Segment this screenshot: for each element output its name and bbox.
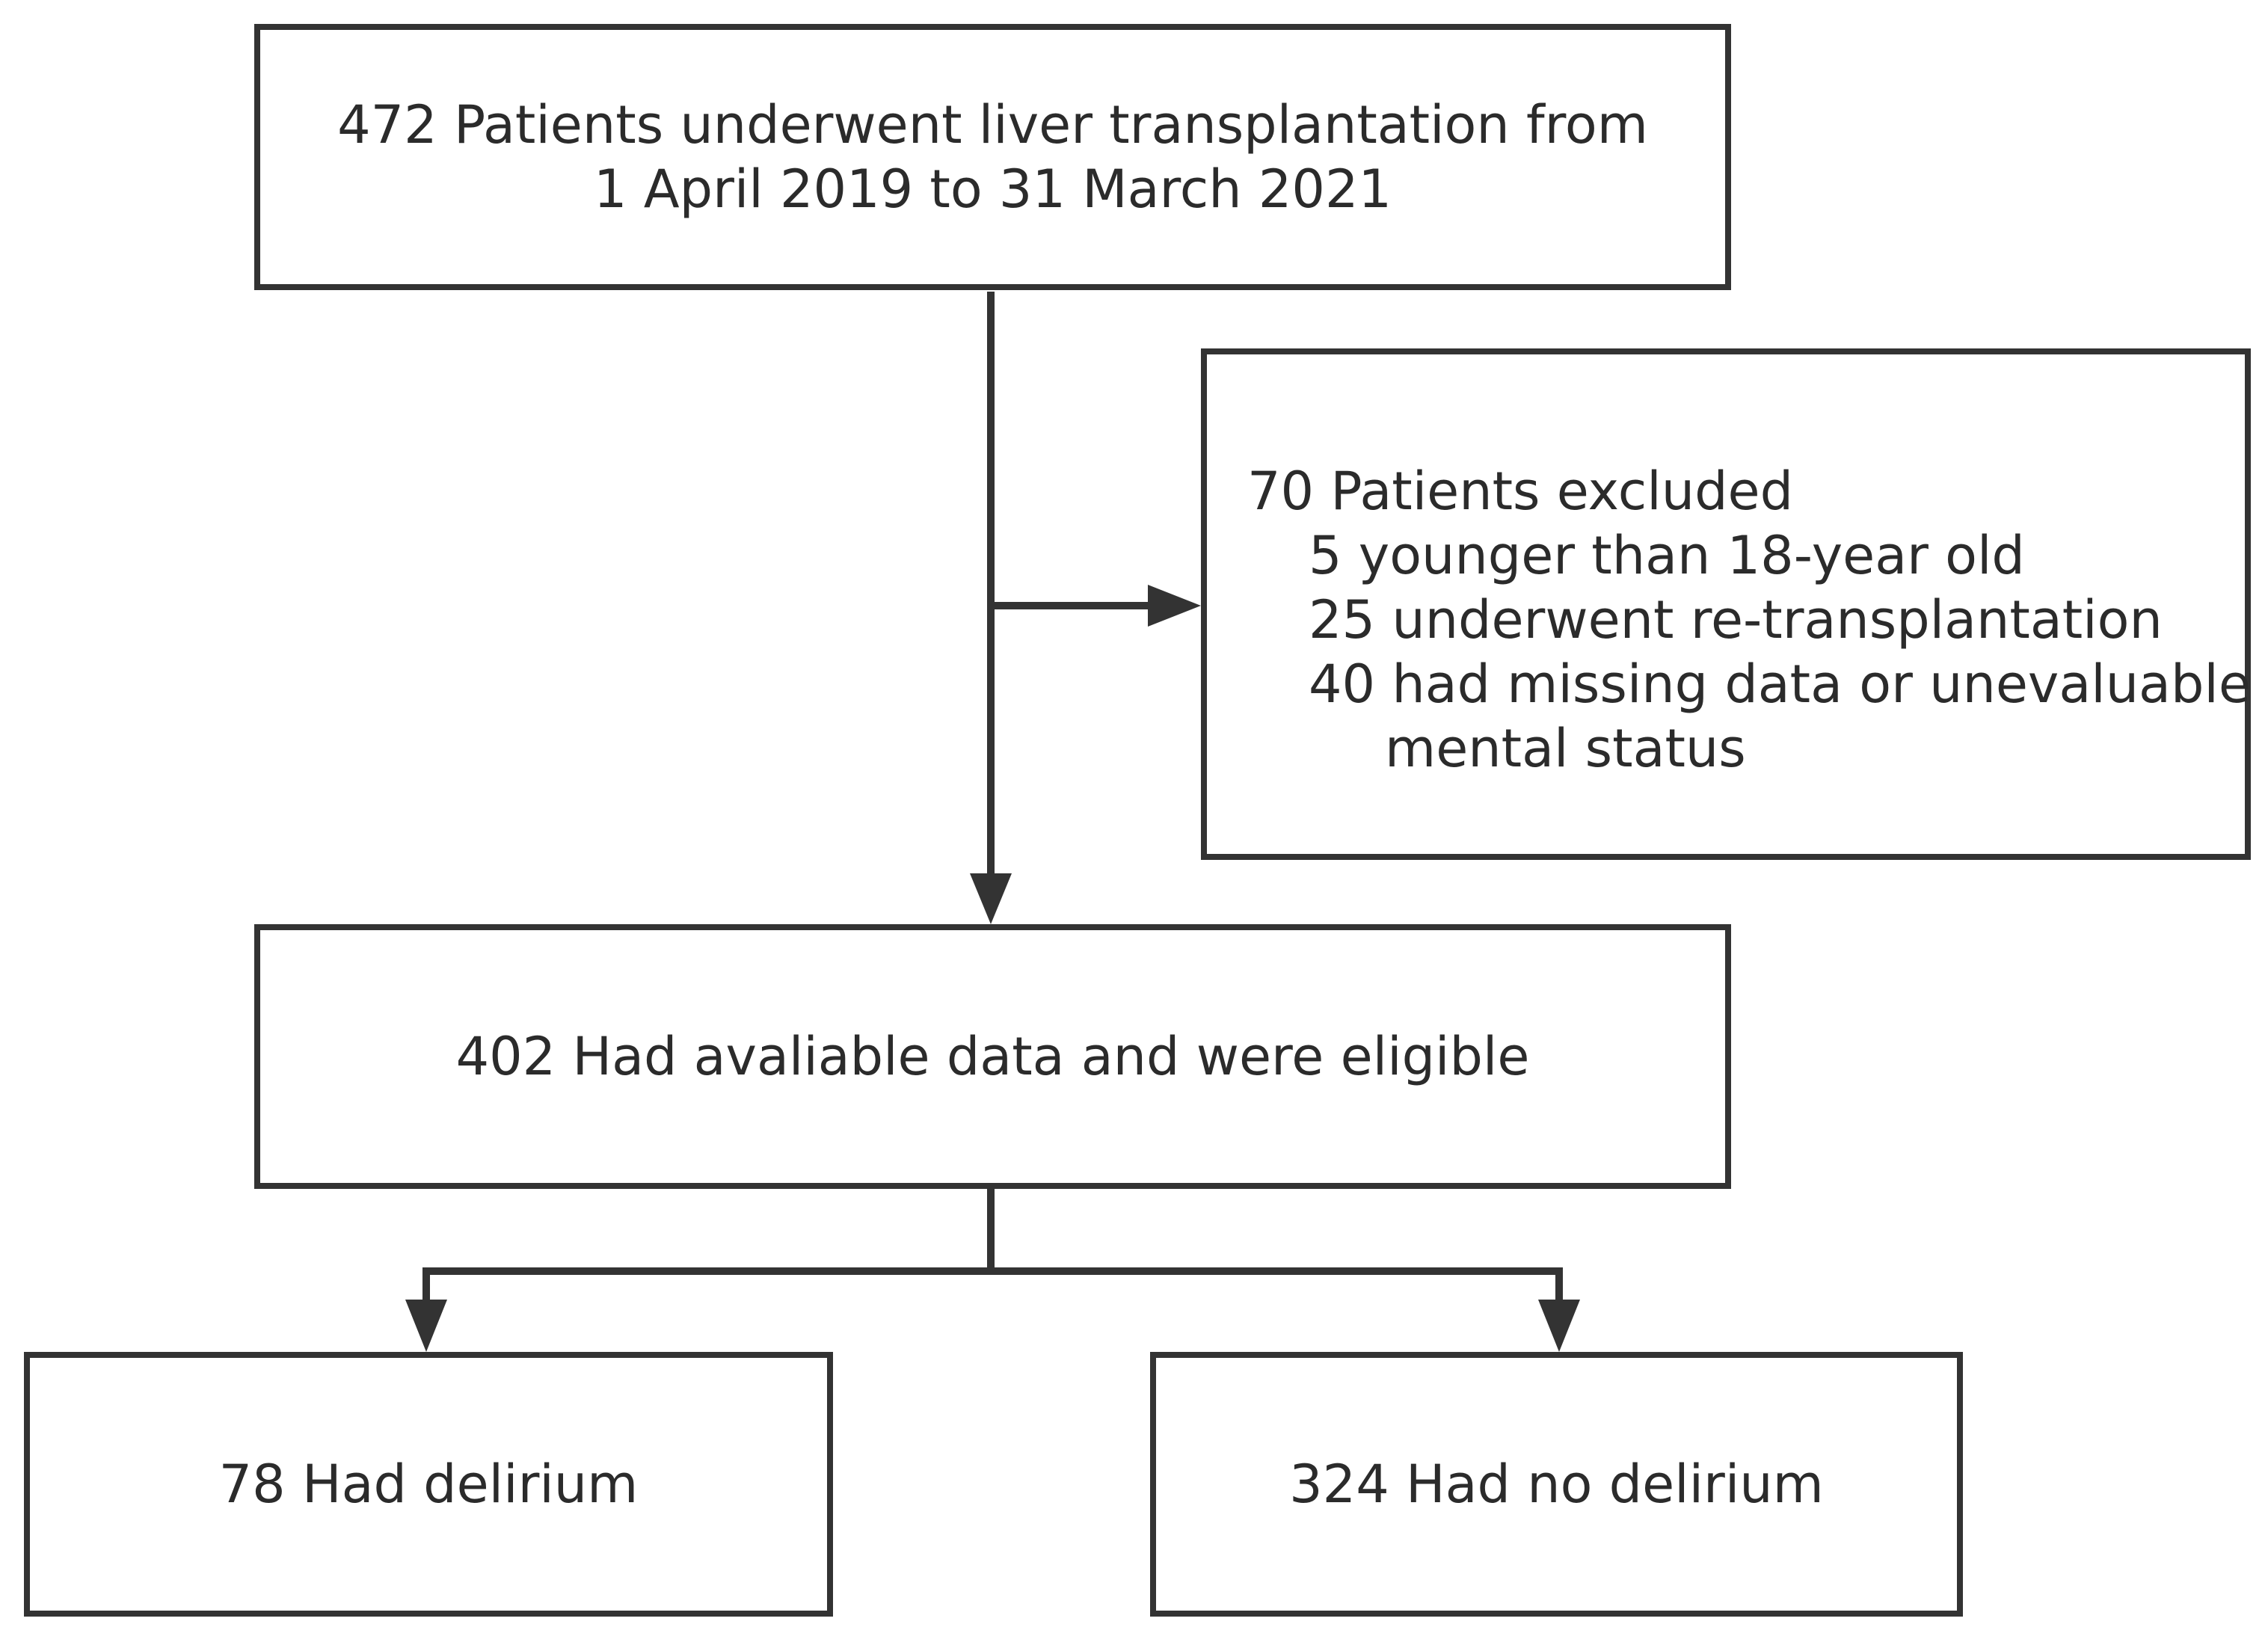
enrolled-box: 472 Patients underwent liver transplanta…: [254, 24, 1731, 290]
enrolled-line-2: 1 April 2019 to 31 March 2021: [593, 159, 1392, 220]
no-delirium-text: 324 Had no delirium: [1289, 1454, 1824, 1515]
excluded-reason-missing-data: 40 had missing data or unevaluable: [1309, 654, 2251, 715]
excluded-reason-age: 5 younger than 18-year old: [1309, 525, 2025, 586]
enrolled-line-1: 472 Patients underwent liver transplanta…: [337, 94, 1648, 156]
delirium-text: 78 Had delirium: [218, 1454, 639, 1515]
arrow-to-delirium: [405, 1300, 447, 1352]
eligible-box: 402 Had avaliable data and were eligible: [254, 924, 1731, 1189]
eligible-text: 402 Had avaliable data and were eligible: [455, 1026, 1530, 1087]
excluded-reason-retransplant: 25 underwent re-transplantation: [1309, 589, 2163, 651]
excluded-reason-continuation: mental status: [1385, 718, 1746, 779]
arrow-to-excluded: [1148, 585, 1201, 627]
no-delirium-box: 324 Had no delirium: [1150, 1352, 1963, 1617]
delirium-box: 78 Had delirium: [24, 1352, 833, 1617]
arrow-to-eligible: [970, 873, 1012, 924]
arrow-to-no-delirium: [1538, 1300, 1580, 1352]
excluded-title: 70 Patients excluded: [1247, 461, 1794, 522]
excluded-box: 70 Patients excluded 5 younger than 18-y…: [1201, 348, 2251, 860]
